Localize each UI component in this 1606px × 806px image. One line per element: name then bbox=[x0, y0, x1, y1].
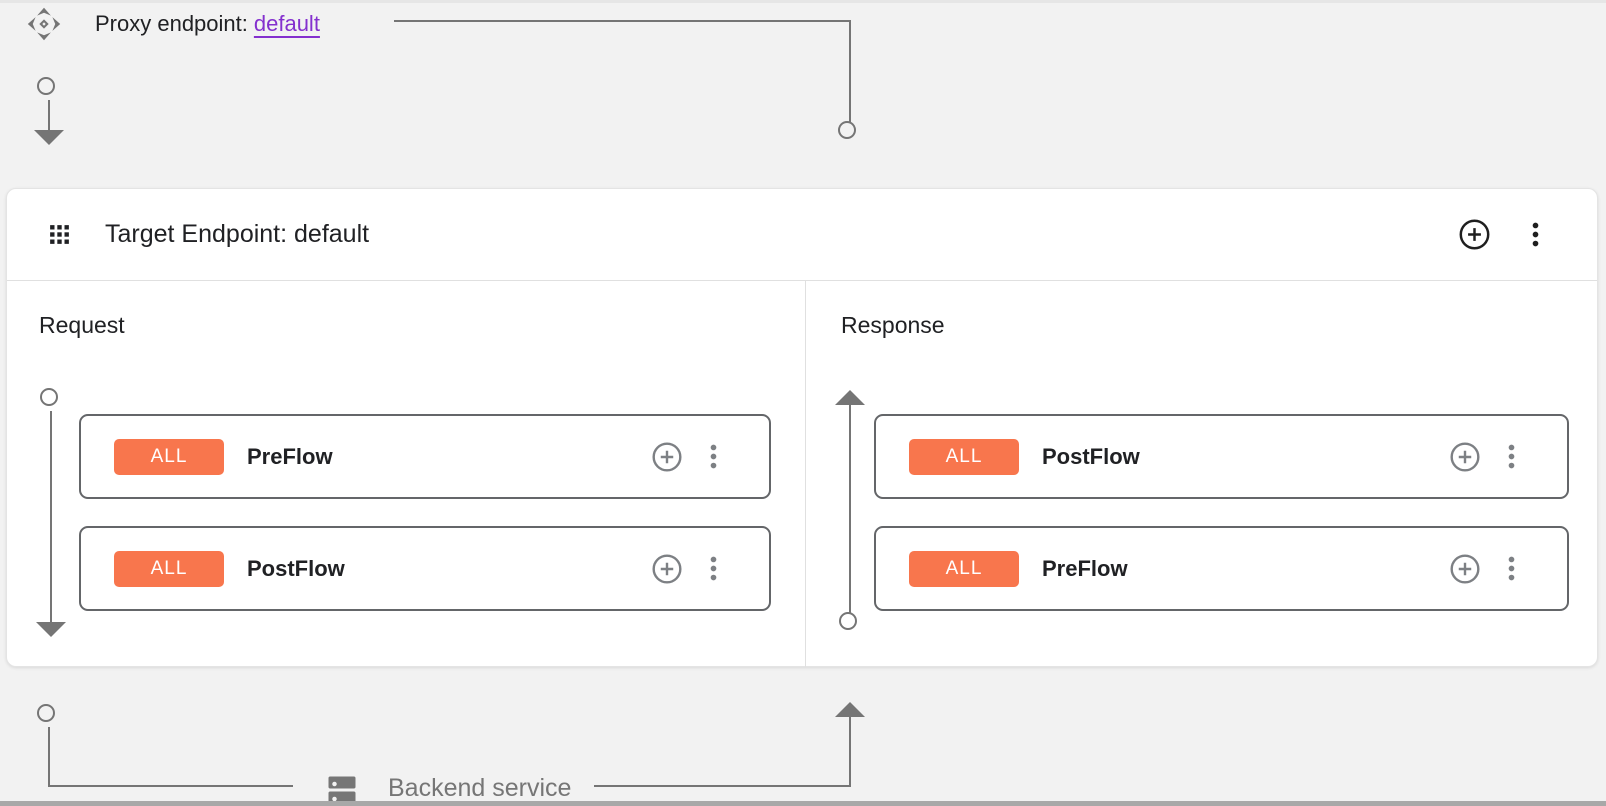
backend-return-line-h bbox=[594, 785, 851, 787]
three-dot-menu-icon bbox=[710, 556, 717, 581]
request-in-line bbox=[48, 100, 50, 130]
condition-badge: ALL bbox=[114, 438, 224, 475]
add-circle-icon bbox=[1450, 441, 1480, 472]
response-flow-line bbox=[849, 405, 851, 613]
request-preflow-card[interactable]: ALL PreFlow bbox=[79, 414, 771, 499]
backend-service-label: Backend service bbox=[388, 774, 572, 802]
condition-badge: ALL bbox=[114, 550, 224, 587]
flow-name: PostFlow bbox=[1042, 443, 1140, 469]
add-step-button[interactable] bbox=[650, 552, 684, 586]
add-circle-icon bbox=[652, 553, 682, 584]
response-preflow-card[interactable]: ALL PreFlow bbox=[874, 526, 1569, 611]
request-in-start-circle bbox=[37, 77, 55, 95]
flow-name: PostFlow bbox=[247, 555, 345, 581]
backend-out-circle bbox=[37, 704, 55, 722]
response-flow-start-circle bbox=[839, 612, 857, 630]
bottom-edge bbox=[0, 801, 1606, 806]
condition-badge: ALL bbox=[909, 438, 1019, 475]
add-circle-icon bbox=[1450, 553, 1480, 584]
proxy-endpoint-link[interactable]: default bbox=[253, 11, 320, 36]
target-endpoint-card: Target Endpoint: default Request bbox=[6, 188, 1598, 667]
flow-menu-button[interactable] bbox=[698, 553, 729, 584]
three-dot-menu-icon bbox=[1508, 556, 1515, 581]
proxy-connector-line-v bbox=[849, 20, 851, 122]
request-column-title: Request bbox=[39, 312, 125, 338]
backend-out-line-v bbox=[48, 727, 50, 786]
target-endpoint-header: Target Endpoint: default bbox=[7, 189, 1597, 281]
response-flow-arrow bbox=[835, 390, 865, 405]
add-step-button[interactable] bbox=[650, 440, 684, 474]
backend-return-line-v bbox=[849, 717, 851, 786]
proxy-endpoint-row: Proxy endpoint:default bbox=[26, 6, 320, 42]
flow-menu-button[interactable] bbox=[1496, 553, 1527, 584]
condition-badge: ALL bbox=[909, 550, 1019, 587]
proxy-endpoint-label: Proxy endpoint:default bbox=[95, 11, 320, 37]
add-circle-icon bbox=[1459, 219, 1490, 250]
response-postflow-card[interactable]: ALL PostFlow bbox=[874, 414, 1569, 499]
three-dot-menu-icon bbox=[1532, 222, 1539, 247]
target-endpoint-body: Request ALL PreFlow bbox=[7, 281, 1597, 667]
backend-out-line-h bbox=[48, 785, 293, 787]
proxy-endpoint-icon bbox=[27, 7, 61, 41]
add-step-button[interactable] bbox=[1448, 552, 1482, 586]
request-postflow-card[interactable]: ALL PostFlow bbox=[79, 526, 771, 611]
add-policy-button[interactable] bbox=[1457, 217, 1492, 252]
request-in-arrow bbox=[34, 130, 64, 145]
add-circle-icon bbox=[652, 441, 682, 472]
flow-name: PreFlow bbox=[247, 443, 333, 469]
proxy-connector-end-circle bbox=[838, 121, 856, 139]
top-edge bbox=[0, 0, 1606, 3]
response-column-title: Response bbox=[841, 312, 945, 338]
request-flow-line bbox=[50, 411, 52, 622]
flow-name: PreFlow bbox=[1042, 555, 1128, 581]
grid-icon bbox=[50, 225, 69, 244]
flow-menu-button[interactable] bbox=[1496, 441, 1527, 472]
request-flow-start-circle bbox=[40, 388, 58, 406]
backend-return-arrow bbox=[835, 702, 865, 717]
proxy-endpoint-text: Proxy endpoint: bbox=[95, 11, 248, 36]
three-dot-menu-icon bbox=[1508, 444, 1515, 469]
backend-service-icon bbox=[328, 776, 356, 804]
three-dot-menu-icon bbox=[710, 444, 717, 469]
proxy-connector-line-h bbox=[394, 20, 851, 22]
add-step-button[interactable] bbox=[1448, 440, 1482, 474]
request-flow-arrow bbox=[36, 622, 66, 637]
column-divider bbox=[805, 281, 806, 667]
target-endpoint-title: Target Endpoint: default bbox=[105, 220, 370, 248]
flow-menu-button[interactable] bbox=[698, 441, 729, 472]
endpoint-menu-button[interactable] bbox=[1520, 219, 1551, 250]
